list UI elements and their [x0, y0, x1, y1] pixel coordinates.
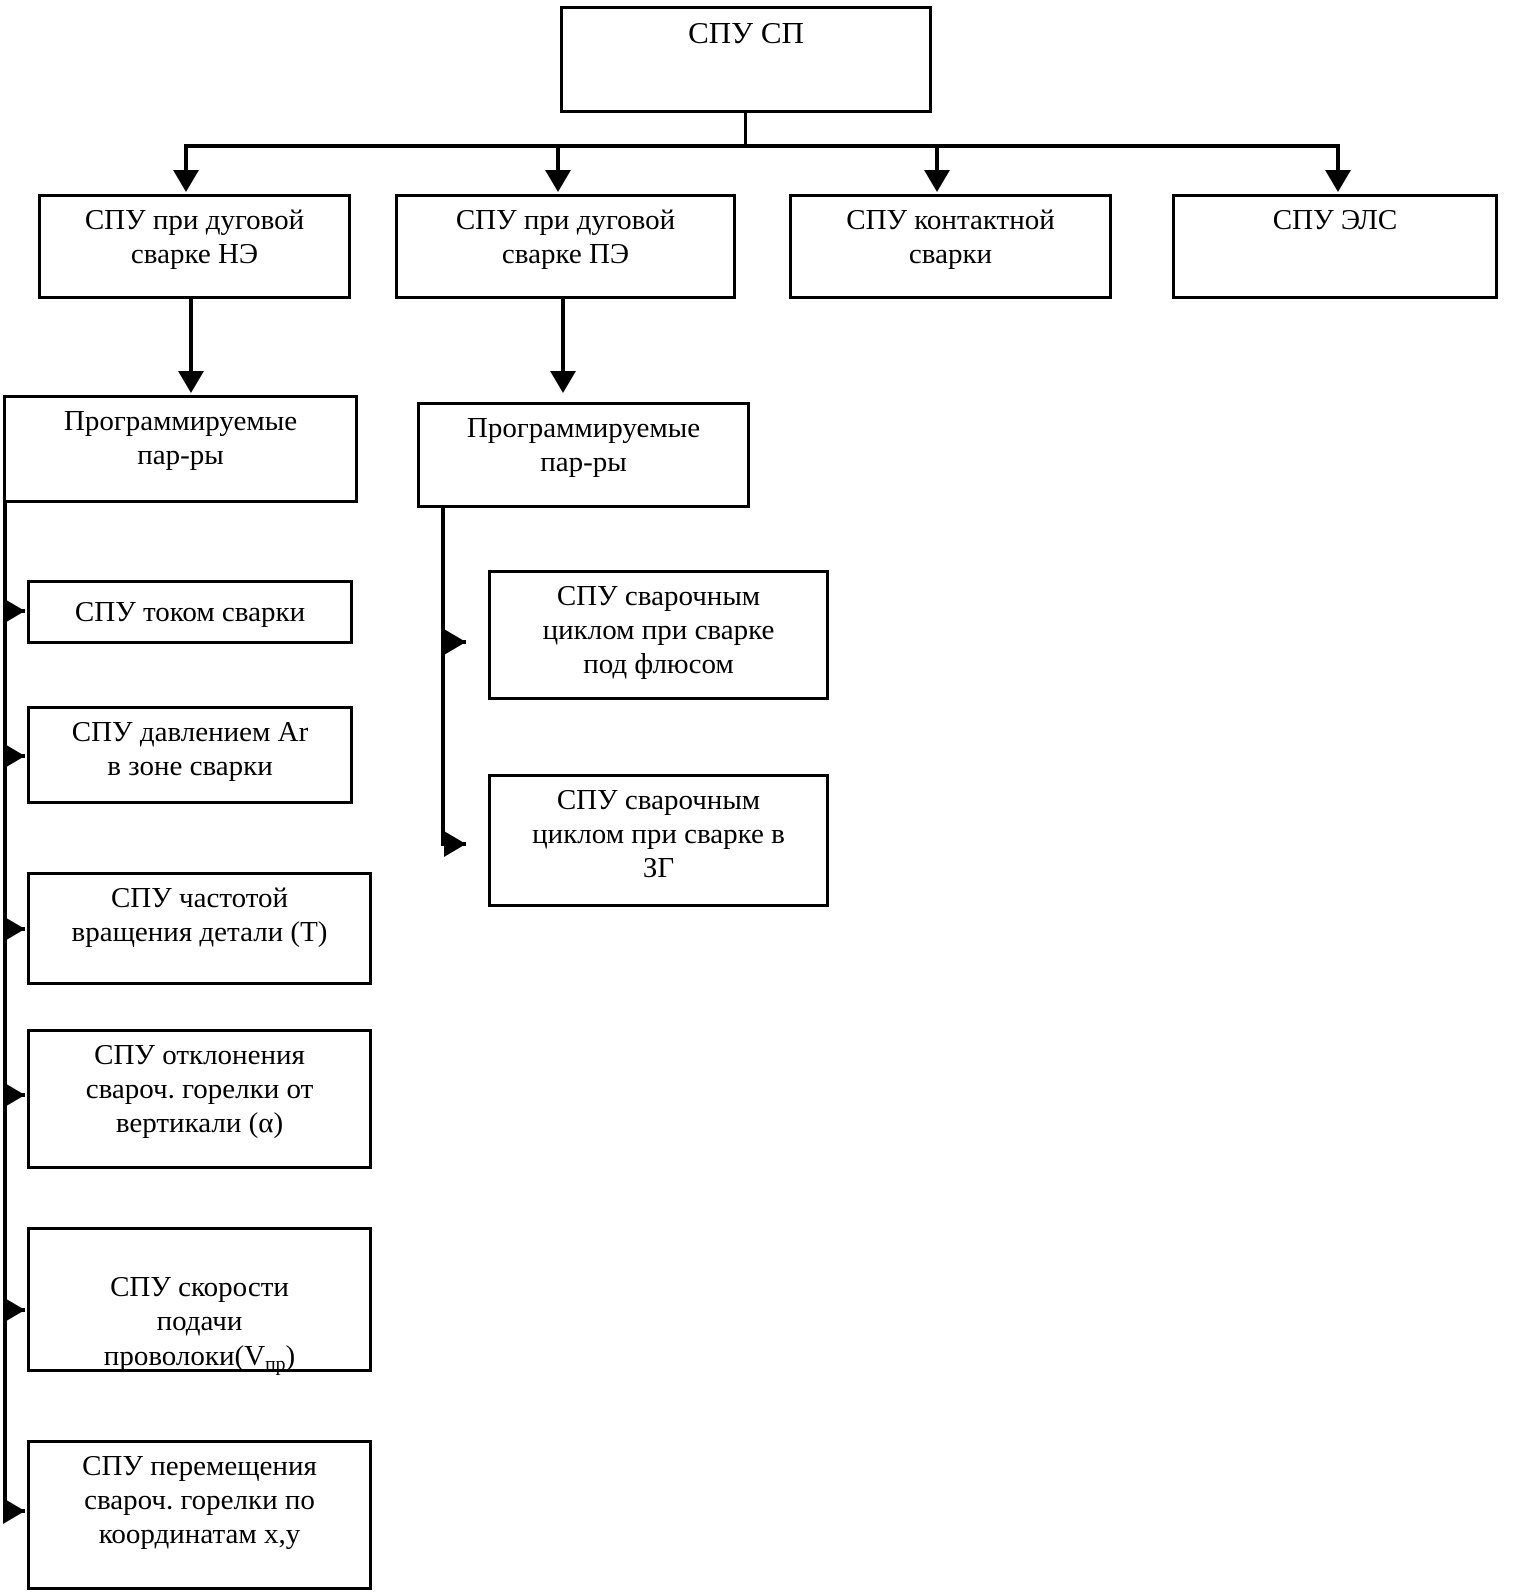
arrowhead-ebw	[1325, 170, 1351, 192]
node-ebw[interactable]: СПУ ЭЛС	[1172, 194, 1498, 299]
arrowhead-resistance	[924, 170, 950, 192]
arrowhead-cycle-shielding-gas	[444, 831, 466, 857]
arrowhead-welding-current	[3, 598, 25, 624]
node-torch-movement[interactable]: СПУ перемещения свароч. горелки по коорд…	[27, 1440, 372, 1590]
wire-feed-speed-subscript: пр	[265, 1353, 286, 1376]
connector-horizontal-bus	[184, 144, 1340, 148]
arrowhead-arc-ne	[173, 170, 199, 192]
node-params-left[interactable]: Программируемые пар-ры	[3, 395, 358, 503]
node-resistance-welding[interactable]: СПУ контактной сварки	[789, 194, 1112, 299]
node-wire-feed-speed[interactable]: СПУ скорости подачи проволоки(Vпр)	[27, 1227, 372, 1376]
node-torch-deviation[interactable]: СПУ отклонения свароч. горелки от вертик…	[27, 1029, 372, 1169]
arrowhead-torch-movement	[3, 1498, 25, 1524]
node-cycle-shielding-gas[interactable]: СПУ сварочным циклом при сварке в ЗГ	[488, 774, 829, 907]
node-arc-pe[interactable]: СПУ при дуговой сварке ПЭ	[395, 194, 736, 299]
node-params-right[interactable]: Программируемые пар-ры	[417, 402, 750, 508]
node-root[interactable]: СПУ СП	[560, 6, 932, 113]
connector-root-stem	[744, 113, 747, 146]
connector-arc-pe-to-params	[561, 299, 565, 379]
connector-drop-arc-ne	[184, 144, 188, 179]
connector-drop-ebw	[1336, 144, 1340, 179]
arrowhead-wire-feed-speed	[3, 1297, 25, 1323]
arrowhead-cycle-submerged-arc	[444, 629, 466, 655]
node-rotation-frequency[interactable]: СПУ частотой вращения детали (Т)	[27, 872, 372, 985]
arrowhead-torch-deviation	[3, 1082, 25, 1108]
node-arc-ne[interactable]: СПУ при дуговой сварке НЭ	[38, 194, 351, 299]
connector-arc-ne-to-params	[189, 299, 193, 379]
wire-feed-speed-label-part1: СПУ скорости подачи проволоки(V	[103, 1271, 289, 1372]
node-ar-pressure[interactable]: СПУ давлением Ar в зоне сварки	[27, 706, 353, 804]
arrowhead-ar-pressure	[3, 743, 25, 769]
arrowhead-params-left	[178, 371, 204, 393]
connector-right-spine	[441, 505, 445, 846]
connector-drop-arc-pe	[556, 144, 560, 179]
arrowhead-rotation-frequency	[3, 916, 25, 942]
connector-left-spine	[3, 503, 7, 1513]
arrowhead-arc-pe	[545, 170, 571, 192]
arrowhead-params-right	[550, 371, 576, 393]
wire-feed-speed-label-part2: )	[285, 1339, 296, 1372]
node-cycle-submerged-arc[interactable]: СПУ сварочным циклом при сварке под флюс…	[488, 570, 829, 700]
node-welding-current[interactable]: СПУ током сварки	[27, 580, 353, 644]
connector-drop-resistance	[935, 144, 939, 179]
